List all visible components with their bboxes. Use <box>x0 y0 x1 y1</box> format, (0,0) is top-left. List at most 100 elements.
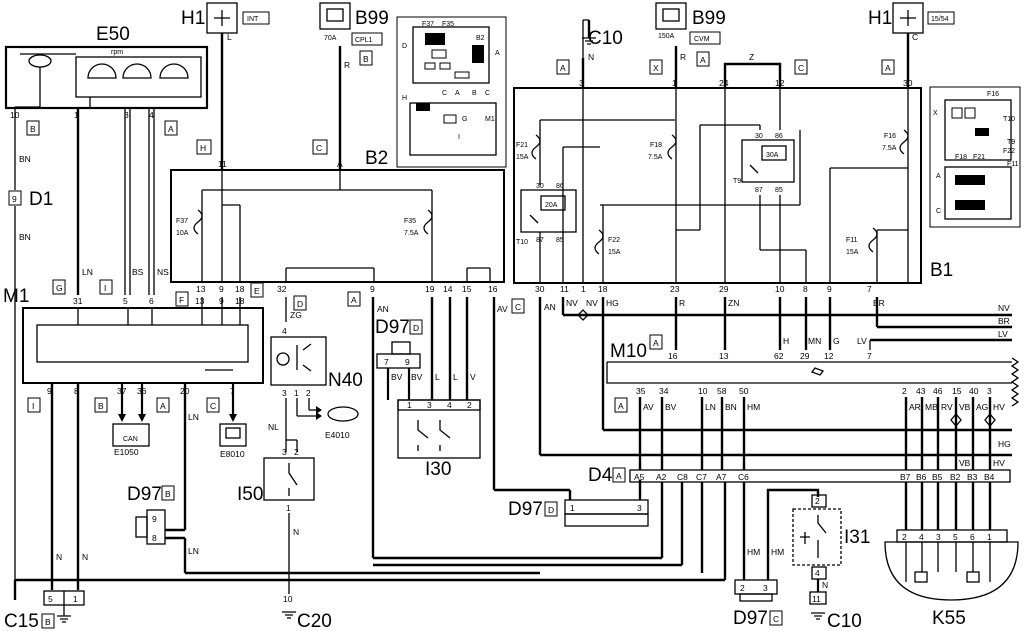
m1-label: M1 <box>3 286 29 307</box>
svg-text:9: 9 <box>405 357 410 367</box>
svg-text:LN: LN <box>188 546 199 556</box>
svg-text:NS: NS <box>157 267 169 277</box>
svg-text:1: 1 <box>581 284 586 294</box>
svg-text:LN: LN <box>188 412 199 422</box>
c10-top-label: C10 <box>588 28 623 49</box>
svg-text:2: 2 <box>294 447 299 457</box>
d97-top-label: D97 <box>375 317 410 338</box>
svg-text:31: 31 <box>73 296 83 306</box>
svg-text:BS: BS <box>132 267 144 277</box>
i50-label: I50 <box>237 484 263 505</box>
b99-right-box <box>655 2 687 30</box>
svg-text:B: B <box>45 617 51 627</box>
e50-conn-a-tag <box>164 120 178 136</box>
svg-text:F16: F16 <box>884 133 896 140</box>
svg-text:T10: T10 <box>516 239 528 246</box>
e50-inner <box>75 56 202 98</box>
svg-text:B: B <box>363 54 369 64</box>
svg-text:T10: T10 <box>1003 116 1015 123</box>
svg-text:NL: NL <box>268 422 279 432</box>
svg-text:F22: F22 <box>608 237 620 244</box>
n40-label: N40 <box>328 370 363 391</box>
b2-box <box>170 169 505 283</box>
svg-text:L: L <box>435 372 440 382</box>
d97-d-connector <box>376 353 421 369</box>
ground-c15-icon <box>57 615 71 623</box>
svg-text:AG: AG <box>976 402 988 412</box>
svg-text:1: 1 <box>672 78 677 88</box>
svg-text:13: 13 <box>195 296 205 306</box>
svg-text:29: 29 <box>719 284 729 294</box>
d97-d-bottom-connector <box>564 499 649 515</box>
svg-text:15A: 15A <box>608 249 621 256</box>
svg-text:A: A <box>168 124 174 134</box>
svg-text:14: 14 <box>443 284 453 294</box>
svg-text:D: D <box>297 299 303 309</box>
svg-text:15: 15 <box>462 284 472 294</box>
svg-text:MB: MB <box>925 402 938 412</box>
battery-icon <box>326 8 344 22</box>
svg-text:LN: LN <box>82 267 93 277</box>
svg-text:AN: AN <box>544 302 556 312</box>
d1-pin-tag <box>8 190 22 206</box>
svg-text:HM: HM <box>771 547 784 557</box>
c15-label: C15 <box>4 611 39 631</box>
e50-rpm-label: rpm <box>111 49 123 56</box>
svg-text:B5: B5 <box>932 472 943 482</box>
svg-text:3: 3 <box>763 583 768 593</box>
svg-text:G: G <box>462 116 467 123</box>
svg-text:RV: RV <box>941 402 953 412</box>
e50-pin-1: 1 <box>74 110 79 120</box>
svg-text:A: A <box>885 63 891 73</box>
d97-left-label: D97 <box>127 484 162 505</box>
i30-label: I30 <box>425 459 451 480</box>
svg-text:10: 10 <box>283 594 293 604</box>
b1-bottom-pins: 30 11 1 18 23 29 10 8 9 7 <box>535 284 872 294</box>
svg-text:AV: AV <box>497 304 508 314</box>
svg-text:M1: M1 <box>485 116 495 123</box>
svg-text:R: R <box>344 60 350 70</box>
b1-top-pins: 3 1 24 12 30 <box>579 78 913 88</box>
svg-text:C: C <box>316 143 322 153</box>
splice-hv <box>984 412 996 428</box>
svg-text:15/54: 15/54 <box>931 16 949 23</box>
svg-text:9: 9 <box>12 194 17 204</box>
svg-text:32: 32 <box>277 284 287 294</box>
svg-text:F35: F35 <box>404 218 416 225</box>
svg-text:F37: F37 <box>422 21 434 28</box>
svg-text:35: 35 <box>636 386 646 396</box>
n40-internal <box>296 343 312 372</box>
svg-text:2: 2 <box>306 388 311 398</box>
k55-pins: 2 4 3 5 6 1 <box>902 532 992 542</box>
b99-left-label: B99 <box>355 8 389 29</box>
e50-box <box>4 45 209 110</box>
motor-icon <box>276 352 290 366</box>
svg-text:4: 4 <box>282 326 287 336</box>
c20-label: C20 <box>297 611 332 631</box>
svg-text:HV: HV <box>993 458 1005 468</box>
svg-text:30: 30 <box>903 78 913 88</box>
svg-text:V: V <box>470 372 476 382</box>
svg-text:B: B <box>98 401 104 411</box>
svg-text:B: B <box>165 489 171 499</box>
svg-text:10A: 10A <box>176 230 189 237</box>
svg-text:B3: B3 <box>967 472 978 482</box>
d97-mid-label: D97 <box>508 499 543 520</box>
svg-text:7: 7 <box>867 351 872 361</box>
cpl1-tag <box>351 32 383 46</box>
i50-box <box>263 457 315 501</box>
svg-text:7.5A: 7.5A <box>404 230 419 237</box>
m10-lamp-icon <box>810 367 825 376</box>
i31-box <box>792 508 842 566</box>
e50-pin-4: 4 <box>149 110 154 120</box>
svg-text:2: 2 <box>815 496 820 506</box>
svg-text:6: 6 <box>149 296 154 306</box>
svg-text:D: D <box>548 505 554 515</box>
svg-text:150A: 150A <box>658 33 675 40</box>
svg-text:9: 9 <box>47 386 52 396</box>
svg-text:G: G <box>833 336 840 346</box>
svg-text:A: A <box>160 401 166 411</box>
svg-text:A: A <box>337 159 343 169</box>
svg-text:AR: AR <box>909 402 921 412</box>
d4-label: D4 <box>588 465 613 486</box>
